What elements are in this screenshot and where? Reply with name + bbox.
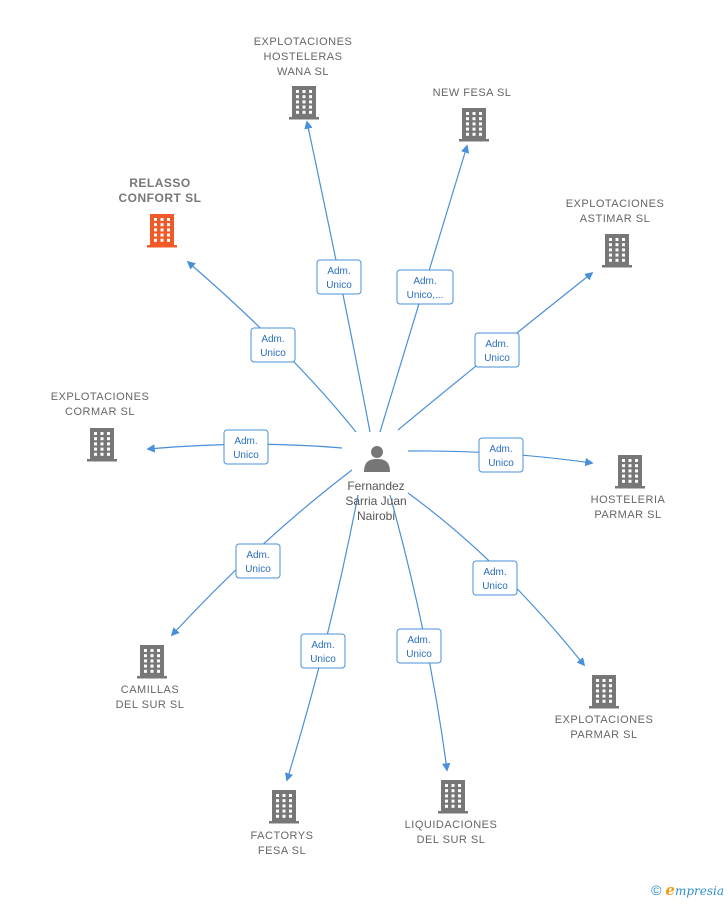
company-label-line: HOSTELERIA — [591, 494, 666, 506]
edge-label-explotaciones-hosteleras-wana[interactable]: Adm. Unico — [316, 259, 362, 295]
building-icon — [602, 234, 632, 268]
edge-label-line: Unico — [406, 649, 432, 660]
company-node-explotaciones-parmar[interactable]: EXPLOTACIONES PARMAR SL — [555, 675, 654, 741]
company-label-line: DEL SUR SL — [417, 834, 486, 846]
company-label-line: ASTIMAR SL — [580, 213, 650, 225]
building-icon — [589, 675, 619, 709]
edge-label-line: Unico — [260, 348, 286, 359]
edge-label-relasso-confort[interactable]: Adm. Unico — [250, 327, 296, 363]
edge-label-explotaciones-cormar[interactable]: Adm. Unico — [223, 429, 269, 465]
edge-label-line: Unico — [233, 450, 259, 461]
company-label-line: RELASSO — [129, 176, 191, 190]
company-label-line: HOSTELERAS — [264, 51, 343, 63]
brand-logo: empresia — [665, 881, 724, 899]
company-label-line: WANA SL — [277, 66, 329, 78]
edge-label-camillas-del-sur[interactable]: Adm. Unico — [235, 543, 281, 579]
building-icon — [147, 214, 177, 248]
company-label-line: EXPLOTACIONES — [254, 36, 353, 48]
building-icon — [87, 428, 117, 462]
edge-label-line: Adm. — [327, 266, 350, 277]
footer-brand: © empresia — [651, 881, 724, 899]
building-icon — [269, 790, 299, 824]
company-label-line: EXPLOTACIONES — [566, 198, 665, 210]
company-label-line: CORMAR SL — [65, 406, 135, 418]
edge-label-line: Adm. — [407, 635, 430, 646]
company-label-line: LIQUIDACIONES — [405, 819, 498, 831]
nodes-layer: EXPLOTACIONES HOSTELERAS WANA SL NEW FESA S… — [51, 36, 666, 857]
company-label-line: FESA SL — [258, 845, 306, 857]
company-label-line: CONFORT SL — [119, 191, 202, 205]
edge-label-explotaciones-parmar[interactable]: Adm. Unico — [472, 560, 518, 596]
edge-label-liquidaciones-del-sur[interactable]: Adm. Unico — [396, 628, 442, 664]
edge-label-line: Adm. — [485, 339, 508, 350]
company-node-new-fesa[interactable]: NEW FESA SL — [433, 87, 512, 142]
person-name-line: Fernandez — [347, 479, 404, 493]
company-node-liquidaciones-del-sur[interactable]: LIQUIDACIONES DEL SUR SL — [405, 780, 498, 846]
edge-label-line: Unico,... — [407, 290, 444, 301]
company-label-line: EXPLOTACIONES — [555, 714, 654, 726]
company-node-camillas-del-sur[interactable]: CAMILLAS DEL SUR SL — [116, 645, 185, 711]
company-node-hosteleria-parmar[interactable]: HOSTELERIA PARMAR SL — [591, 455, 666, 521]
edge-label-line: Unico — [310, 654, 336, 665]
company-label-line: PARMAR SL — [594, 509, 661, 521]
edge-label-hosteleria-parmar[interactable]: Adm. Unico — [478, 437, 524, 473]
company-node-explotaciones-hosteleras-wana[interactable]: EXPLOTACIONES HOSTELERAS WANA SL — [254, 36, 353, 120]
edge-label-line: Adm. — [489, 444, 512, 455]
person-name-line: Sarria Juan — [345, 494, 406, 508]
company-label-line: DEL SUR SL — [116, 699, 185, 711]
edge-label-line: Adm. — [234, 436, 257, 447]
building-icon — [137, 645, 167, 679]
company-label-line: CAMILLAS — [121, 684, 179, 696]
edge-label-line: Adm. — [311, 640, 334, 651]
company-label-line: PARMAR SL — [570, 729, 637, 741]
edge-label-line: Unico — [245, 564, 271, 575]
edge-label-factorys-fesa[interactable]: Adm. Unico — [300, 633, 346, 669]
company-node-explotaciones-cormar[interactable]: EXPLOTACIONES CORMAR SL — [51, 391, 150, 462]
building-icon — [289, 86, 319, 120]
person-name-line: Nairobi — [357, 509, 395, 523]
building-icon — [459, 108, 489, 142]
edge-label-line: Unico — [326, 280, 352, 291]
edge-label-line: Unico — [482, 581, 508, 592]
edge-label-explotaciones-astimar[interactable]: Adm. Unico — [474, 332, 520, 368]
edge-label-line: Adm. — [246, 550, 269, 561]
edge-label-new-fesa[interactable]: Adm. Unico,... — [396, 269, 454, 305]
edge-label-line: Adm. — [261, 334, 284, 345]
person-icon — [364, 446, 390, 472]
company-label-line: FACTORYS — [251, 830, 314, 842]
edge-label-line: Adm. — [483, 567, 506, 578]
edge-label-line: Adm. — [413, 276, 436, 287]
copyright-symbol: © — [651, 882, 662, 898]
building-icon — [615, 455, 645, 489]
company-node-explotaciones-astimar[interactable]: EXPLOTACIONES ASTIMAR SL — [566, 198, 665, 268]
building-icon — [438, 780, 468, 814]
edge-label-line: Unico — [488, 458, 514, 469]
company-label-line: NEW FESA SL — [433, 87, 512, 99]
company-label-line: EXPLOTACIONES — [51, 391, 150, 403]
edge-label-line: Unico — [484, 353, 510, 364]
company-node-factorys-fesa[interactable]: FACTORYS FESA SL — [251, 790, 314, 857]
